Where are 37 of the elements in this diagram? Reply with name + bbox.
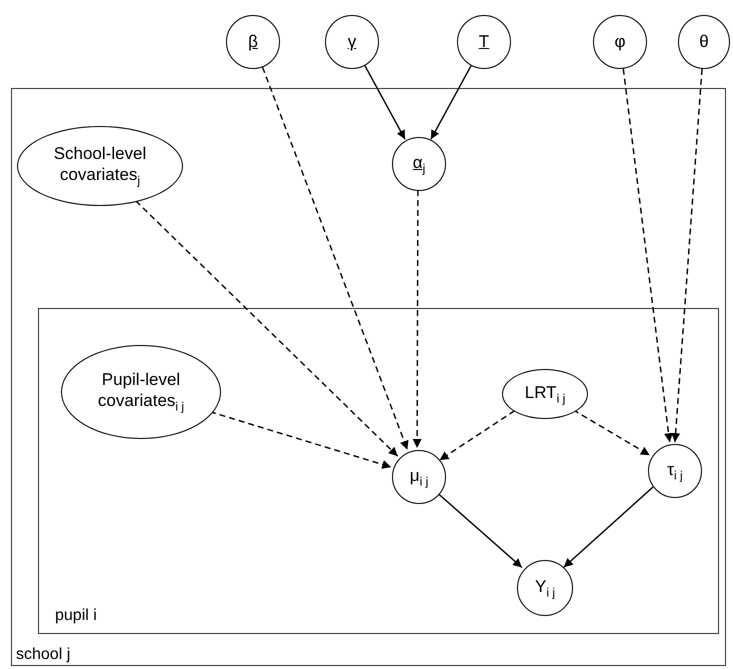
arrow (439, 410, 515, 461)
plate-box (38, 308, 719, 634)
variable-label: τ$_{i j}$ (666, 460, 684, 482)
arrow (135, 200, 398, 457)
arrow (412, 190, 422, 448)
variable-label: LRT$_{i j}$ (524, 382, 566, 406)
variable-label: Y$_{i j}$ (534, 576, 556, 600)
arrow (563, 486, 654, 568)
variable-circle (226, 15, 280, 69)
arrow (364, 65, 406, 140)
variable-circle (648, 444, 702, 498)
arrow (262, 67, 408, 450)
variable-label: β (247, 32, 259, 52)
arrow (430, 65, 472, 140)
variable-circle (517, 560, 573, 616)
arrow (210, 411, 392, 469)
variable-label: μ$_{i j}$ (408, 466, 430, 488)
arrow (622, 68, 674, 442)
arrow (436, 492, 522, 568)
variable-circle (325, 15, 379, 69)
variable-circle (457, 15, 511, 69)
variable-label: School-level covariates$_{j}$ (52, 144, 148, 188)
variable-label: α$_{j}$ (412, 152, 426, 176)
plate-label: pupil i (55, 606, 97, 625)
arrow (671, 68, 703, 442)
variable-label: Pupil-level covariates$_{i j}$ (96, 370, 186, 414)
plate-label: school j (16, 645, 70, 664)
variable-circle (678, 15, 730, 69)
plate-box (11, 88, 726, 666)
variable-circle (392, 450, 446, 504)
variable-label: φ (613, 32, 627, 52)
variable-label: T (478, 32, 490, 52)
variable-label: γ (346, 32, 358, 52)
variable-circle (593, 15, 647, 69)
arrow (572, 409, 650, 456)
variable-label: θ (698, 32, 710, 52)
variable-circle (392, 137, 446, 191)
